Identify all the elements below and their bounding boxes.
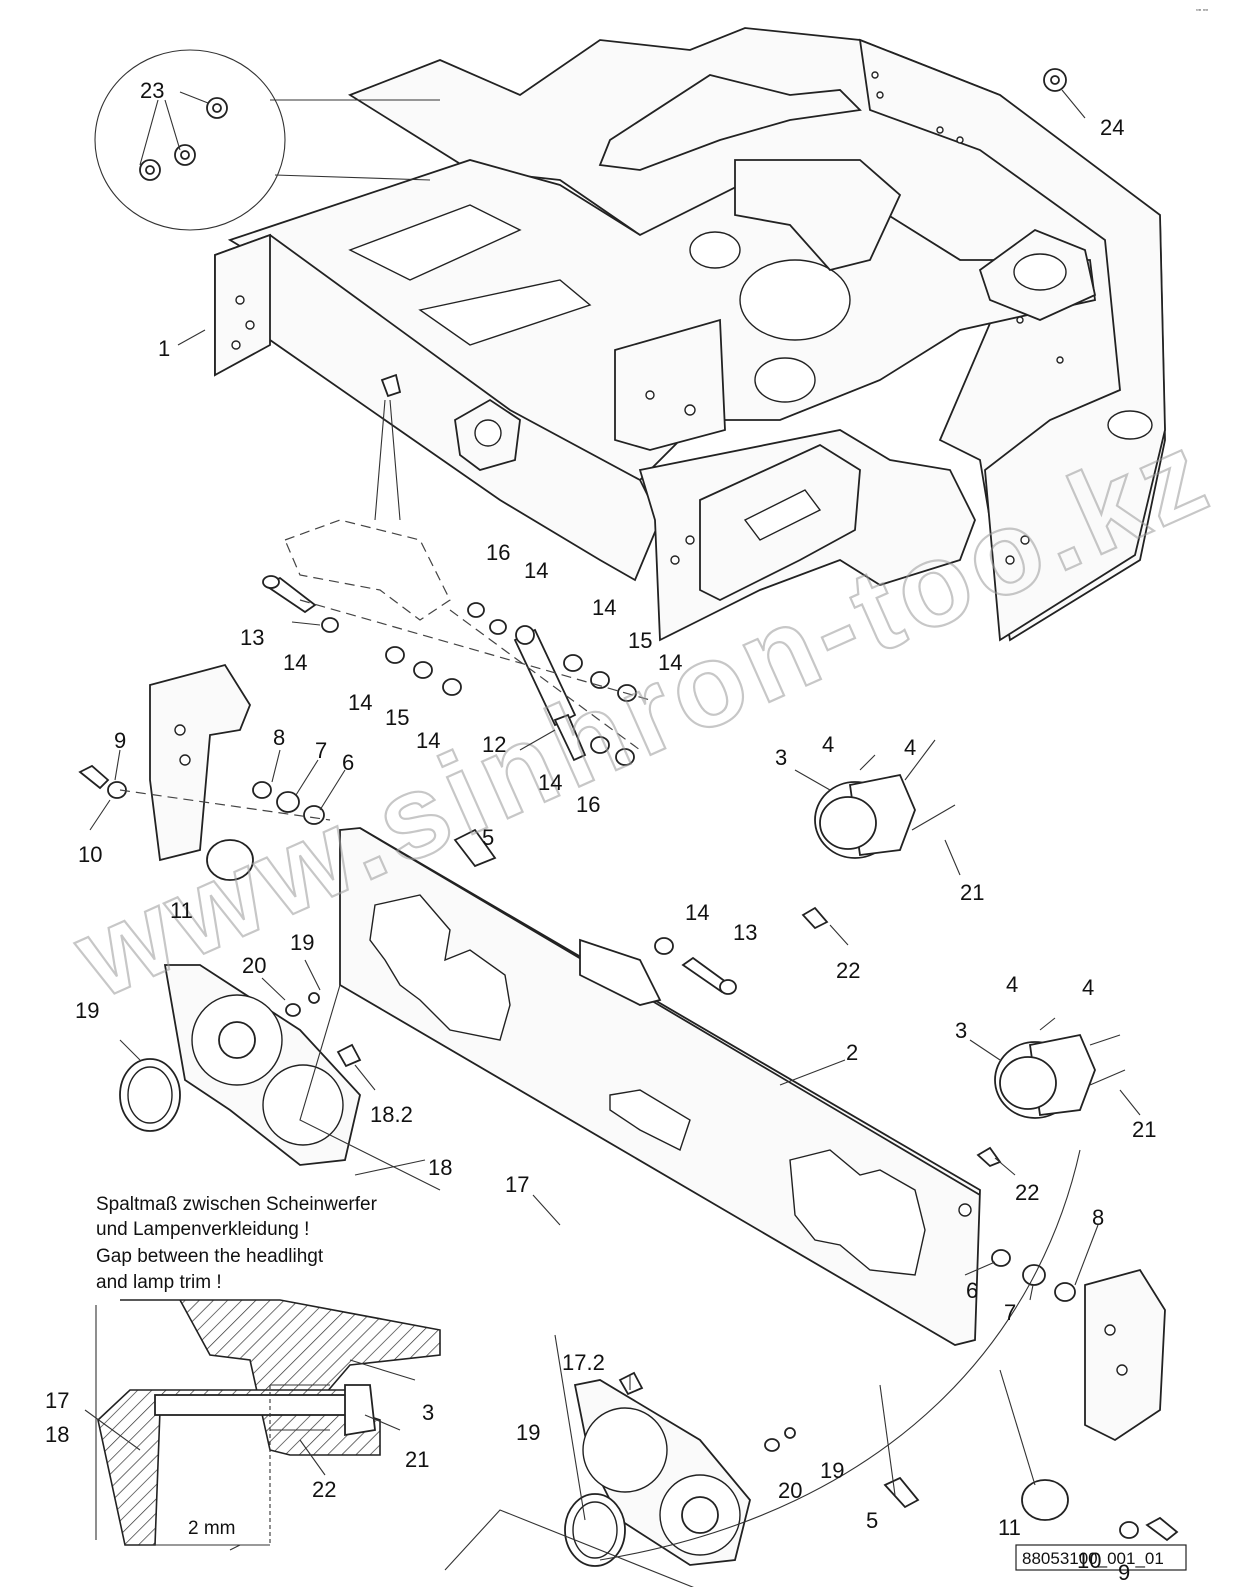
callout-label: 6 xyxy=(342,750,354,775)
callout-label: 11 xyxy=(998,1515,1021,1540)
callout-label: 8 xyxy=(273,725,285,750)
reference-number: 88053100_001_01 xyxy=(1022,1549,1164,1568)
callout-label: 21 xyxy=(1132,1117,1156,1142)
callout-label: 14 xyxy=(685,900,709,925)
callout-label: 2 xyxy=(846,1040,858,1065)
callout-label: 19 xyxy=(290,930,314,955)
callout-label: 4 xyxy=(822,732,834,757)
upper-hardware xyxy=(262,575,651,766)
callout-label: 18 xyxy=(45,1422,69,1447)
callout-label: 10 xyxy=(1077,1548,1101,1573)
callout-label: 14 xyxy=(538,770,562,795)
outline-arc xyxy=(599,1149,1081,1561)
note-line-1: Spaltmaß zwischen Scheinwerfer xyxy=(96,1194,378,1215)
dimension-label: 2 mm xyxy=(188,1518,236,1539)
lamp-trim-17 xyxy=(564,1371,796,1567)
ghost-bracket xyxy=(149,399,451,862)
callout-label: 9 xyxy=(1118,1560,1130,1585)
callout-label: 10 xyxy=(78,842,102,867)
callout-label: 15 xyxy=(385,705,409,730)
callout-label: 16 xyxy=(576,792,600,817)
callout-label: 3 xyxy=(422,1400,434,1425)
leader-lines xyxy=(84,89,1141,1521)
callout-label: 11 xyxy=(170,898,193,923)
outline-lower xyxy=(444,1509,701,1591)
callout-label: 5 xyxy=(866,1508,878,1533)
callout-label: 18 xyxy=(428,1155,452,1180)
callout-label: 17 xyxy=(505,1172,529,1197)
callout-label: 12 xyxy=(482,732,506,757)
note-line-4: and lamp trim ! xyxy=(96,1272,222,1293)
right-hardware xyxy=(883,1249,1179,1542)
callout-label: 22 xyxy=(1015,1180,1039,1205)
corner-mark: ▫▫ ▫▫ xyxy=(1196,7,1208,14)
callout-label: 15 xyxy=(628,628,652,653)
frame-pin xyxy=(380,373,402,398)
callout-label: 14 xyxy=(348,690,372,715)
callout-label: 16 xyxy=(486,540,510,565)
callout-labels: 23 24 1 16 14 14 13 14 15 14 14 15 14 12… xyxy=(45,78,1156,1585)
headlamp-lower xyxy=(976,1017,1126,1168)
callout-label: 13 xyxy=(733,920,757,945)
lower-bolt-13 xyxy=(654,937,737,995)
main-frame xyxy=(214,27,1166,642)
callout-label: 14 xyxy=(416,728,440,753)
callout-label: 13 xyxy=(240,625,264,650)
callout-label: 18.2 xyxy=(370,1102,413,1127)
callout-label: 3 xyxy=(775,745,787,770)
side-hole xyxy=(1107,410,1153,440)
reference-box xyxy=(1015,1544,1187,1571)
callout-label: 6 xyxy=(966,1278,978,1303)
callout-label: 14 xyxy=(283,650,307,675)
callout-label: 17 xyxy=(45,1388,69,1413)
note-line-2: und Lampenverkleidung ! xyxy=(96,1219,309,1240)
callout-label: 8 xyxy=(1092,1205,1104,1230)
bolt-5-upper xyxy=(453,828,497,868)
callout-label: 21 xyxy=(405,1447,429,1472)
callout-label: 3 xyxy=(955,1018,967,1043)
lamp-trim-18 xyxy=(119,964,362,1166)
callout-label: 24 xyxy=(1100,115,1124,140)
callout-label: 1 xyxy=(158,336,170,361)
callout-label: 17.2 xyxy=(562,1350,605,1375)
callout-label: 4 xyxy=(1006,972,1018,997)
callout-label: 21 xyxy=(960,880,984,905)
section-detail xyxy=(95,1299,441,1551)
callout-label: 4 xyxy=(904,735,916,760)
plate-2 xyxy=(339,827,981,1346)
callout-label: 4 xyxy=(1082,975,1094,1000)
callout-label: 23 xyxy=(140,78,164,103)
callout-label: 22 xyxy=(836,958,860,983)
callout-label: 5 xyxy=(482,825,494,850)
callout-label: 14 xyxy=(524,558,548,583)
callout-label: 20 xyxy=(778,1478,802,1503)
callout-label: 22 xyxy=(312,1477,336,1502)
callout-label: 14 xyxy=(592,595,616,620)
headlamp-upper xyxy=(801,739,956,930)
callout-label: 9 xyxy=(114,728,126,753)
callout-label: 19 xyxy=(75,998,99,1023)
grommet-24 xyxy=(1043,68,1067,92)
callout-label: 14 xyxy=(658,650,682,675)
note-line-3: Gap between the headlihgt xyxy=(96,1246,324,1267)
left-hardware xyxy=(78,764,331,881)
callout-label: 20 xyxy=(242,953,266,978)
callout-label: 19 xyxy=(820,1458,844,1483)
callout-label: 7 xyxy=(1004,1300,1016,1325)
callout-label: 7 xyxy=(315,738,327,763)
callout-label: 19 xyxy=(516,1420,540,1445)
